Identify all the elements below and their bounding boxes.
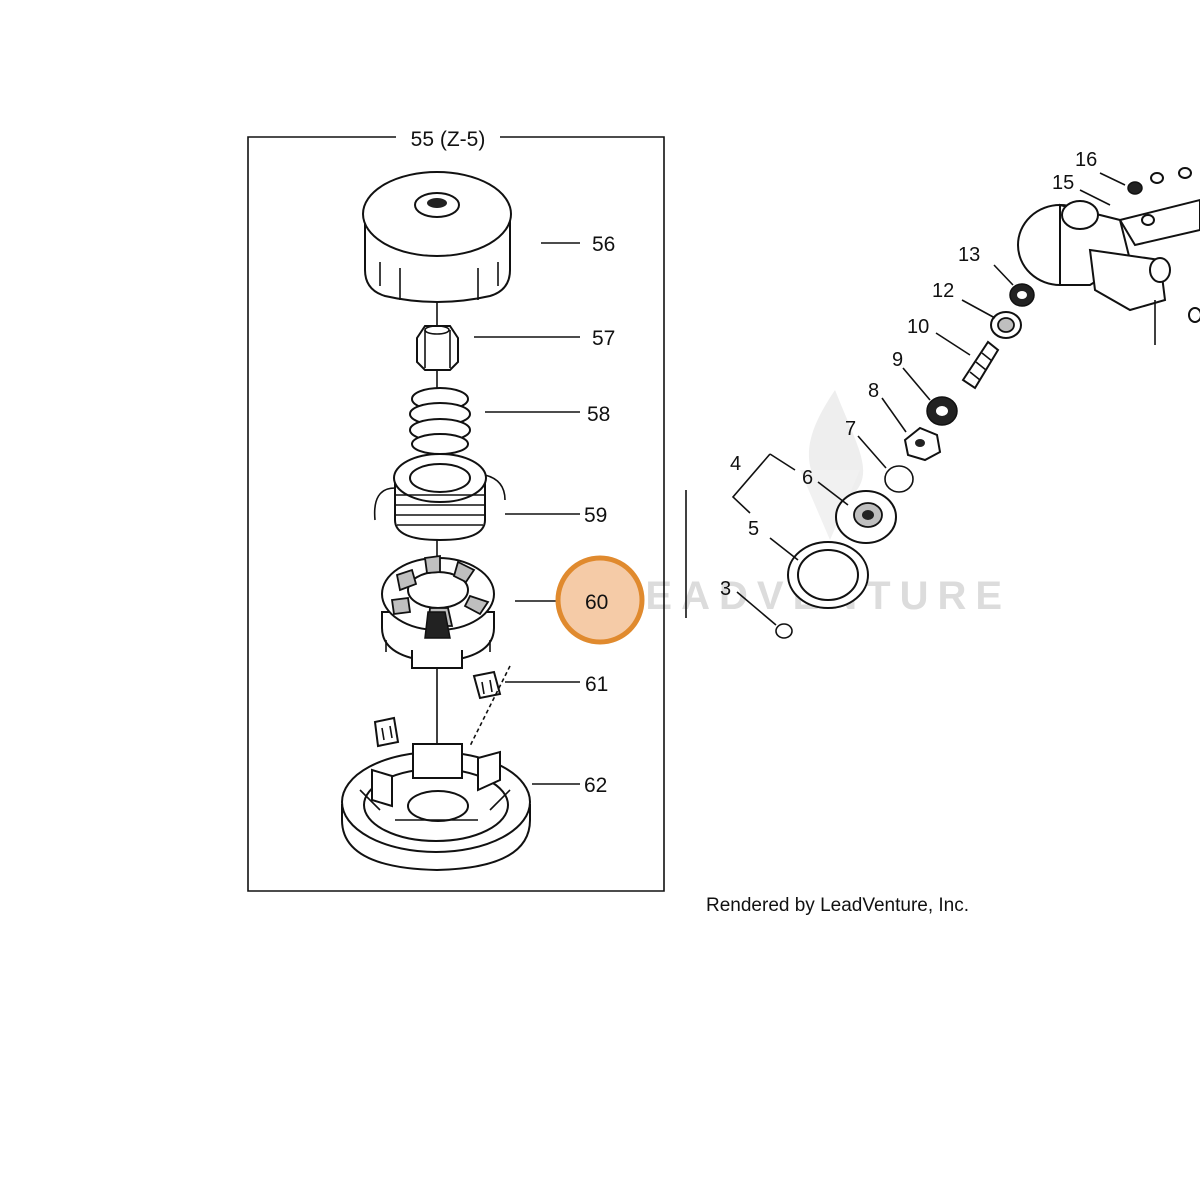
part-12-gear[interactable] <box>990 311 1022 339</box>
label-7[interactable]: 7 <box>845 418 856 440</box>
leader-lines-gearcase <box>731 172 1126 626</box>
label-4[interactable]: 4 <box>730 453 741 475</box>
assembly-box <box>247 136 665 892</box>
part-56-cover[interactable] <box>362 171 512 303</box>
label-56[interactable]: 56 <box>592 233 615 256</box>
part-60-highlight-circle[interactable] <box>555 555 645 645</box>
part-59-spool[interactable] <box>373 453 506 542</box>
part-57-nut[interactable] <box>416 325 459 371</box>
label-57[interactable]: 57 <box>592 327 615 350</box>
gearcase-assembly[interactable] <box>1017 167 1200 345</box>
part-13-bearing[interactable] <box>1009 283 1035 307</box>
label-9[interactable]: 9 <box>892 349 903 371</box>
label-15[interactable]: 15 <box>1052 172 1074 194</box>
part-8-washer[interactable] <box>903 426 942 462</box>
part-62-base[interactable] <box>341 743 531 872</box>
watermark-flame-icon <box>800 390 864 540</box>
part-61-clip[interactable] <box>472 670 502 700</box>
part-61-clip-2[interactable] <box>373 716 400 748</box>
part-7-snap-ring[interactable] <box>884 465 914 493</box>
label-59[interactable]: 59 <box>584 504 607 527</box>
label-3[interactable]: 3 <box>720 578 731 600</box>
label-13[interactable]: 13 <box>958 244 980 266</box>
part-61-dash-line <box>469 665 511 747</box>
credit-text: Rendered by LeadVenture, Inc. <box>706 895 969 916</box>
part-3-o-ring[interactable] <box>775 623 793 639</box>
label-10[interactable]: 10 <box>907 316 929 338</box>
leader-lines-assembly <box>474 242 585 785</box>
label-5[interactable]: 5 <box>748 518 759 540</box>
part-60-housing[interactable] <box>381 554 495 669</box>
label-8[interactable]: 8 <box>868 380 879 402</box>
label-16[interactable]: 16 <box>1075 149 1097 171</box>
part-58-spring[interactable] <box>409 387 471 455</box>
label-60[interactable]: 60 <box>585 591 608 614</box>
label-62[interactable]: 62 <box>584 774 607 797</box>
label-12[interactable]: 12 <box>932 280 954 302</box>
assembly-label: 55 (Z-5) <box>411 128 486 151</box>
part-6-holder[interactable] <box>835 490 897 544</box>
label-61[interactable]: 61 <box>585 673 608 696</box>
label-58[interactable]: 58 <box>587 403 610 426</box>
part-9-bearing[interactable] <box>926 396 958 426</box>
part-10-shaft[interactable] <box>961 340 1000 390</box>
label-6[interactable]: 6 <box>802 467 813 489</box>
part-5-plate[interactable] <box>787 541 869 609</box>
